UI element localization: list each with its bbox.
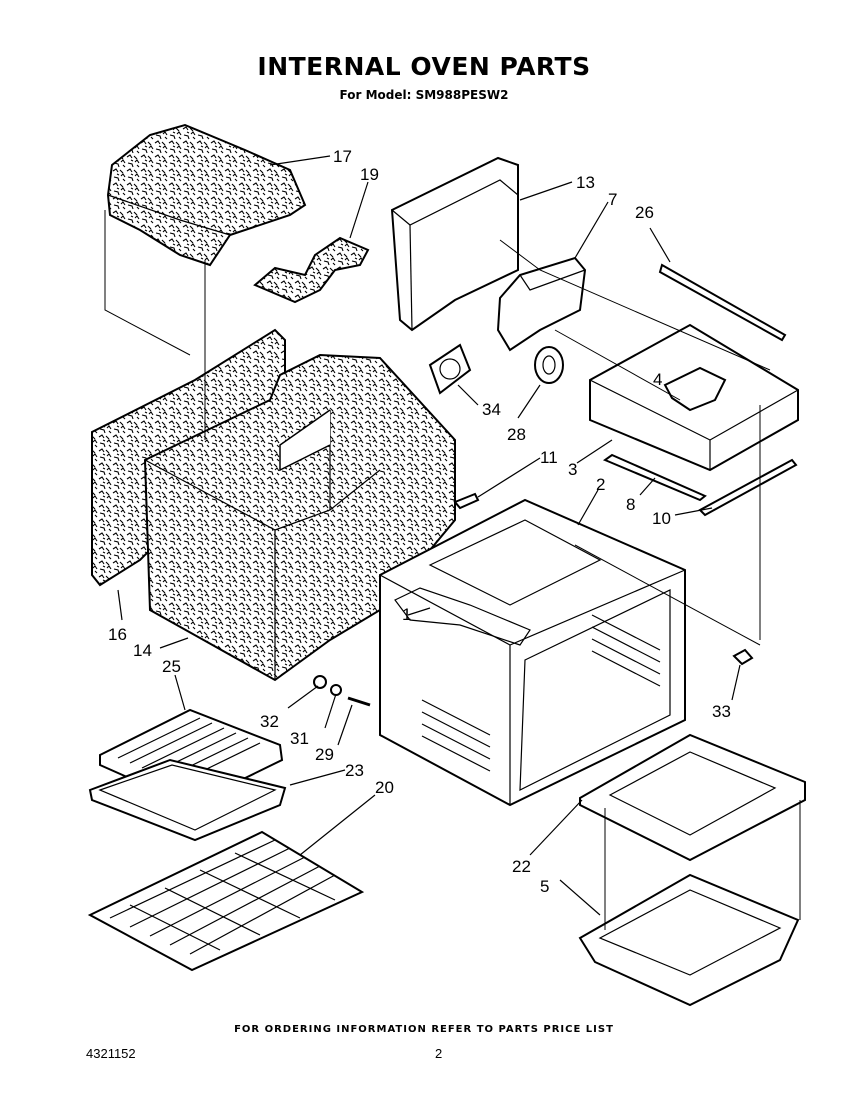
label-part-31: 31 <box>290 729 309 748</box>
label-part-17: 17 <box>333 147 352 166</box>
fan-part <box>428 343 472 395</box>
label-part-1: 1 <box>402 605 411 624</box>
label-part-33: 33 <box>712 702 731 721</box>
label-part-7: 7 <box>608 190 617 209</box>
label-part-16: 16 <box>108 625 127 644</box>
label-part-11: 11 <box>540 448 558 467</box>
page-number: 2 <box>435 1046 443 1061</box>
label-part-26: 26 <box>635 203 654 222</box>
label-part-13: 13 <box>576 173 595 192</box>
label-part-2: 2 <box>596 475 605 494</box>
small-bracket-part <box>732 648 754 666</box>
label-part-28: 28 <box>507 425 526 444</box>
label-part-4: 4 <box>653 370 662 389</box>
label-part-32: 32 <box>260 712 279 731</box>
document-number: 4321152 <box>86 1046 136 1061</box>
label-part-22: 22 <box>512 857 531 876</box>
insulation-pad-part <box>253 236 370 304</box>
label-part-34: 34 <box>482 400 501 419</box>
label-part-5: 5 <box>540 877 549 896</box>
label-part-3: 3 <box>568 460 577 479</box>
oven-rack-part <box>87 830 365 972</box>
label-part-19: 19 <box>360 165 379 184</box>
label-part-25: 25 <box>162 657 181 676</box>
label-part-29: 29 <box>315 745 334 764</box>
label-part-14: 14 <box>133 641 152 660</box>
leader-lines <box>117 155 741 916</box>
broil-pan-part <box>88 758 287 842</box>
part-labels: 17 19 13 7 26 4 34 28 3 11 2 8 10 1 16 1… <box>108 147 731 896</box>
bottom-tray-part <box>578 873 800 1007</box>
label-part-8: 8 <box>626 495 635 514</box>
label-part-10: 10 <box>652 509 671 528</box>
oven-liner-part <box>379 498 686 807</box>
rail-part <box>658 263 787 342</box>
page-title: INTERNAL OVEN PARTS <box>257 52 591 81</box>
grommet-part <box>534 346 564 384</box>
door-frame-part <box>579 733 806 862</box>
fastener-parts <box>313 675 371 707</box>
vent-duct-part <box>390 156 519 332</box>
clip-part <box>453 492 480 510</box>
model-subtitle: For Model: SM988PESW2 <box>339 88 509 102</box>
gasket-parts <box>602 453 798 517</box>
oven-insulation-wrap-part <box>143 353 456 682</box>
label-part-23: 23 <box>345 761 364 780</box>
top-insulation-part <box>106 123 307 267</box>
assembly-lines <box>104 210 801 930</box>
bake-element-part <box>394 587 531 646</box>
label-part-20: 20 <box>375 778 394 797</box>
ordering-note: FOR ORDERING INFORMATION REFER TO PARTS … <box>234 1024 614 1035</box>
